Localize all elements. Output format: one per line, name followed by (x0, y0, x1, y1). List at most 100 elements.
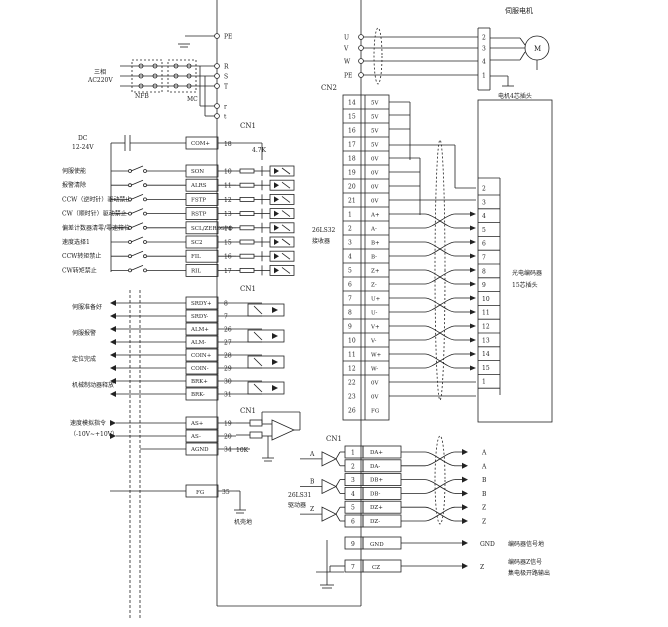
receiver-label-1: 26LS32 (312, 227, 336, 234)
input-label: CW（顺时针）驱动禁止 (62, 210, 127, 218)
motor-terminal (358, 45, 364, 51)
encoder-pin: 13 (482, 337, 490, 344)
encoder-out-arrow (462, 490, 468, 497)
input-resistor (239, 225, 255, 231)
cn2-signal: Z- (371, 283, 377, 289)
cn2-signal: 5V (371, 101, 379, 107)
optocoupler-box (269, 264, 295, 276)
cn2-pin: 2 (348, 226, 352, 233)
encoder-out-label: A (481, 463, 487, 470)
cn2-signal: V- (370, 339, 376, 345)
optocoupler-transistor (281, 167, 291, 175)
input-signal: SCL/ZEROSPD (191, 226, 233, 232)
analog-signal: AS- (190, 434, 201, 440)
fg-label: 机壳地 (234, 518, 252, 526)
line-driver-out (335, 513, 341, 522)
switch-blade (130, 194, 144, 200)
input-resistor (239, 211, 255, 217)
motor-terminal-pin: 2 (482, 35, 486, 42)
encoder-pin: 4 (482, 213, 486, 220)
encoder-out-pin: 3 (351, 477, 355, 484)
cn2-pin: 6 (348, 282, 352, 289)
motor-terminal-pin: 3 (482, 46, 486, 53)
cn2-arrow (470, 295, 476, 301)
optocoupler-transistor (281, 224, 291, 232)
encoder-pin: 3 (482, 199, 486, 206)
output-signal-a: ALM+ (190, 327, 209, 333)
output-arrow (110, 391, 116, 397)
motor-terminal (358, 72, 364, 78)
cn1-input-section: CN1 DC 12-24V 4.7K COM+ 18 (72, 122, 267, 272)
cn2-pin: 14 (348, 100, 356, 107)
input-pin: 14 (224, 225, 232, 232)
output-opto-transistor (253, 357, 263, 367)
output-signal-a: BRK+ (191, 379, 208, 385)
switch-contact (143, 211, 147, 216)
line-driver-out (335, 479, 341, 487)
cn2-arrow (470, 323, 476, 329)
cz-desc-2: 集电极开路输出 (508, 569, 550, 577)
output-opto-diode (272, 307, 278, 313)
encoder-pin: 11 (482, 310, 490, 317)
power-pin-label: t (224, 114, 227, 121)
line-driver-out (335, 506, 341, 515)
encoder-out-signal: DA+ (370, 450, 383, 456)
motor-title: 伺服电机 (505, 6, 533, 15)
encoder-out-arrow (462, 518, 468, 524)
cn2-signal: A+ (370, 213, 380, 219)
cn2-section: CN2 26LS32 接收器 光电编码器 15芯插头 (312, 84, 553, 525)
optocoupler-transistor (281, 210, 291, 217)
cn2-pin: 18 (348, 156, 356, 163)
encoder-out-signal: DB+ (370, 478, 383, 484)
output-optocoupler (247, 381, 285, 395)
com-pin: 18 (224, 141, 232, 148)
optocoupler-transistor (281, 196, 291, 203)
cn2-signal: 5V (371, 129, 379, 135)
cn2-arrow (470, 365, 476, 371)
output-pin-b: 27 (224, 340, 232, 347)
optocoupler-diode (274, 182, 279, 189)
output-opto-transistor (253, 305, 263, 315)
output-signal-a: SRDY+ (191, 301, 212, 307)
motor-terminal-name: V (343, 46, 349, 53)
cn2-signal: 0V (371, 157, 379, 163)
motor-plug-label: 电机4芯插头 (498, 92, 532, 100)
encoder-out-label: A (481, 450, 487, 457)
mains-label-2: AC220V (87, 77, 113, 84)
cn2-pin: 9 (348, 324, 352, 331)
input-resistor (239, 267, 255, 273)
input-label: CCW转矩禁止 (62, 252, 101, 260)
cn2-pin: 16 (348, 128, 356, 135)
motor-section: 伺服电机 电机4芯插头 M (361, 6, 550, 100)
cn2-signal: 0V (371, 395, 379, 401)
input-signal: RSTP (191, 212, 207, 218)
output-opto-diode (272, 333, 278, 339)
analog-pin: 20 (224, 434, 232, 441)
motor-symbol: M (534, 45, 541, 53)
cn2-arrow (470, 281, 476, 287)
twisted-pair (424, 451, 456, 467)
line-driver-out (335, 451, 341, 460)
cz-pin: 7 (351, 564, 355, 571)
opamp-symbol (271, 419, 295, 441)
motor-terminal-pin: 1 (482, 73, 486, 80)
input-resistor (239, 239, 255, 245)
input-resistor (239, 253, 255, 259)
optocoupler-box (269, 179, 295, 191)
power-pin-label: S (224, 74, 228, 81)
cn1-analog-section: CN1 速度模拟指令 （-10V~+10V） 10K (70, 407, 301, 462)
input-signal: SC2 (191, 240, 202, 246)
output-opto-transistor (253, 331, 263, 341)
switch-contact (143, 169, 147, 173)
gnd-pin: 9 (351, 541, 355, 548)
encoder-out-arrow (462, 504, 468, 511)
optocoupler-diode (274, 196, 279, 203)
motor-terminal-name: W (344, 59, 351, 66)
optocoupler-box (269, 193, 295, 205)
power-section: 三相 AC220V NFB MC (87, 35, 217, 117)
cn1-output-connector-label: CN1 (240, 285, 256, 293)
optocoupler-transistor (281, 252, 291, 260)
output-pin-b: 7 (224, 314, 228, 321)
